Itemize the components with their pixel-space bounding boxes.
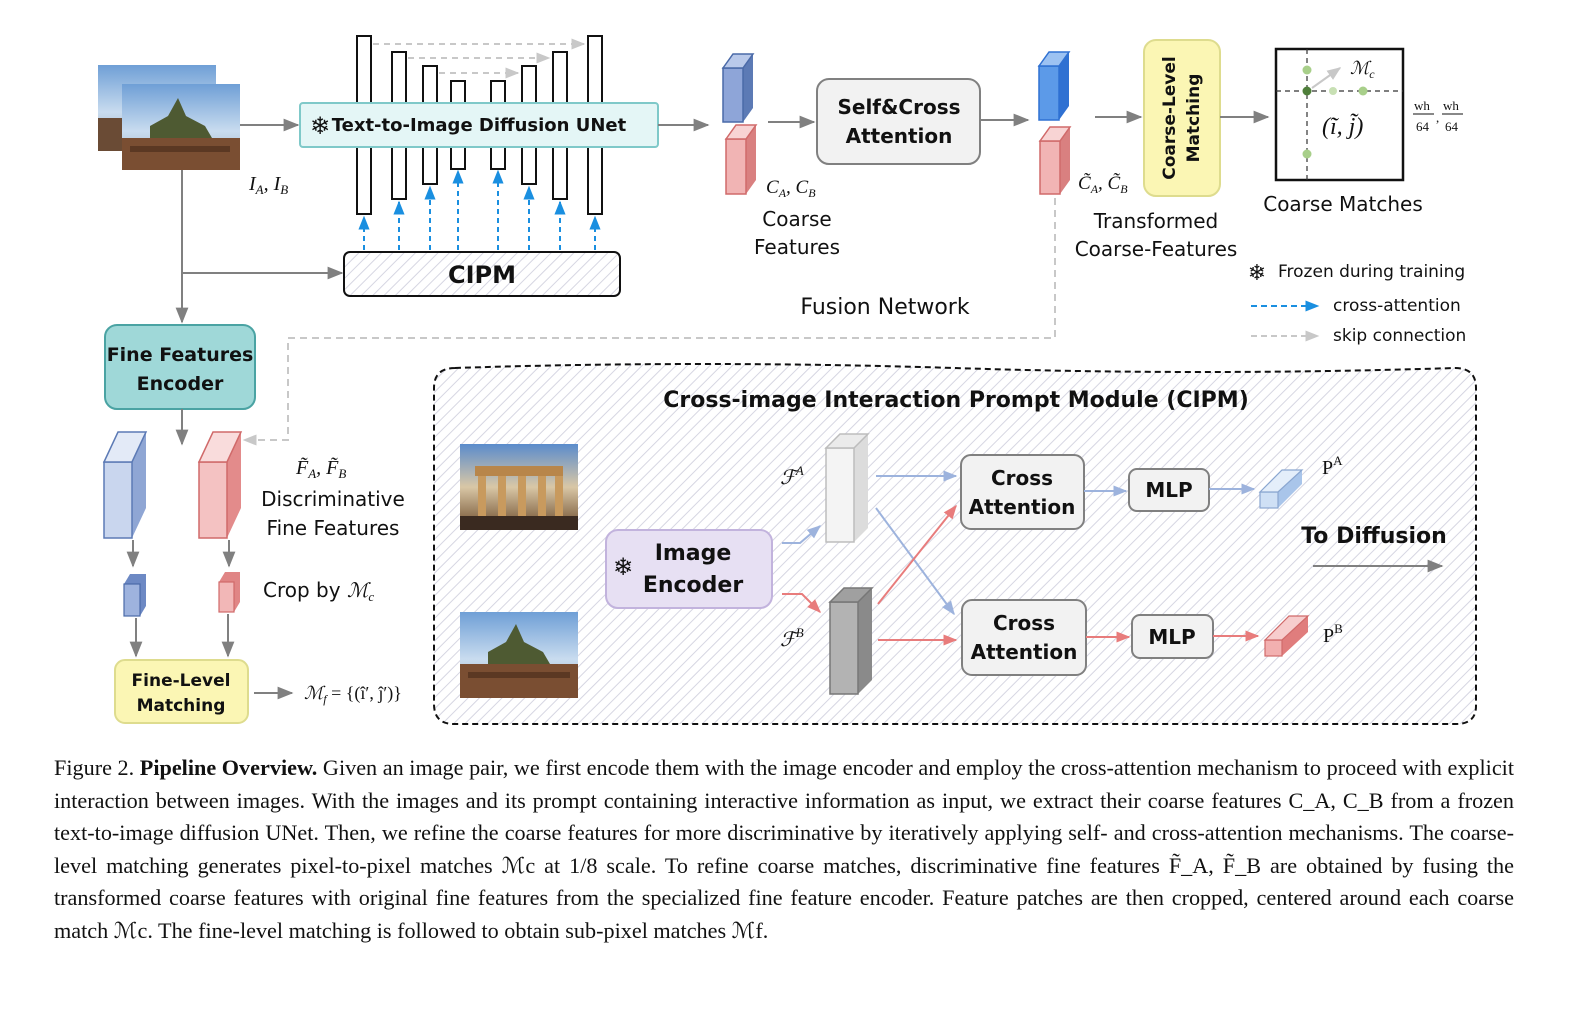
skip-to-fine: [242, 198, 1056, 446]
input-image-b: [122, 84, 240, 170]
image-encoder-line1: Image: [655, 541, 732, 566]
fine-matching-line2: Matching: [137, 696, 226, 716]
cross-attention-b-line2: Attention: [971, 640, 1078, 664]
legend-skip-connection: skip connection: [1333, 326, 1466, 346]
ij-symbol: (ĩ, j̃): [1322, 113, 1363, 140]
coarse-matching-line2: Matching: [1184, 74, 1204, 163]
image-encoder-line2: Encoder: [643, 573, 744, 598]
feature-fa-prism: [824, 433, 870, 543]
mf-formula: ℳf = {(î′, ĵ′)}: [304, 683, 402, 706]
image-encoder-snowflake-icon: ❄: [613, 554, 633, 581]
coarse-feature-b: [724, 124, 758, 195]
coarse-feature-a: [721, 53, 755, 123]
fine-feature-b: [197, 431, 243, 539]
crop-feature-a: [123, 574, 146, 617]
discriminative-line2: Fine Features: [267, 516, 400, 540]
self-cross-line1: Self&Cross: [837, 95, 960, 119]
figure-caption: Figure 2. Pipeline Overview. Given an im…: [54, 752, 1514, 948]
scale-fraction: wh 64 , wh 64: [1413, 98, 1463, 134]
crop-feature-b: [218, 572, 240, 613]
fusion-network-label: Fusion Network: [800, 295, 969, 320]
coarse-matching-line1: Coarse-Level: [1160, 56, 1180, 180]
coarse-label: CA, CB: [766, 177, 816, 200]
caption-title: Pipeline Overview.: [139, 755, 318, 780]
mc-symbol: ℳc: [1350, 58, 1375, 81]
feature-fb-prism: [828, 587, 874, 695]
unet-skip-connections: [373, 38, 586, 79]
unet-snowflake-icon: ❄: [310, 113, 330, 140]
svg-text:wh: wh: [1414, 98, 1430, 113]
svg-text:64: 64: [1416, 119, 1430, 134]
transformed-label: C̃A, C̃B: [1078, 173, 1128, 196]
image-encoder-box: [605, 529, 773, 609]
fine-level-matching-box: [114, 659, 249, 724]
cross-attention-a-line2: Attention: [969, 495, 1076, 519]
cross-attention-b-line1: Cross: [993, 611, 1055, 635]
fine-feature-a: [102, 431, 148, 539]
cipm-image-a: [460, 444, 578, 530]
mlp-a-label: MLP: [1145, 478, 1192, 502]
legend-snowflake-icon: ❄: [1248, 260, 1266, 285]
fine-encoder-line2: Encoder: [137, 373, 224, 395]
caption-figure-num: Figure 2.: [54, 755, 135, 780]
transformed-line2: Coarse-Features: [1075, 237, 1238, 261]
svg-text:64: 64: [1445, 119, 1459, 134]
pipeline-diagram: IA, IB ❄ Text-to-Image Diffusion UNet CI: [98, 35, 1477, 725]
coarse-matches-grid: [1274, 47, 1405, 182]
cipm-module-box: [433, 363, 1477, 725]
fine-matching-line1: Fine-Level: [132, 671, 231, 691]
crop-by-label: Crop by ℳc: [263, 578, 374, 604]
cipm-box: [343, 251, 621, 297]
coarse-features-line2: Features: [754, 235, 840, 259]
cipm-image-b: [460, 612, 578, 698]
unet-label: Text-to-Image Diffusion UNet: [332, 115, 627, 136]
coarse-features-line1: Coarse: [762, 207, 831, 231]
caption-text: Given an image pair, we first encode the…: [54, 755, 1515, 943]
mlp-b-label: MLP: [1148, 625, 1195, 649]
transformed-feature-a: [1037, 51, 1071, 121]
self-cross-line2: Attention: [846, 124, 953, 148]
cipm-label: CIPM: [448, 261, 516, 289]
prompt-pb-prism: [1263, 615, 1310, 657]
coarse-matches-label: Coarse Matches: [1263, 192, 1423, 216]
svg-text:wh: wh: [1443, 98, 1459, 113]
fine-encoder-line1: Fine Features: [107, 344, 254, 366]
inputs-label: IA, IB: [248, 173, 288, 197]
discriminative-line1: Discriminative: [261, 487, 405, 511]
legend-cross-attention: cross-attention: [1333, 296, 1461, 316]
coarse-level-matching-box: [1143, 39, 1221, 197]
transformed-feature-b: [1038, 126, 1072, 195]
cross-attention-a-line1: Cross: [991, 466, 1053, 490]
self-cross-attention-box: [816, 78, 981, 165]
fine-features-symbol: F̃A, F̃B: [295, 456, 346, 481]
cross-attention-arrows: [358, 169, 601, 250]
to-diffusion-label: To Diffusion: [1301, 524, 1447, 549]
prompt-pa-prism: [1258, 469, 1304, 509]
fine-features-encoder-box: [104, 324, 256, 410]
cipm-module-title: Cross-image Interaction Prompt Module (C…: [663, 388, 1249, 413]
transformed-line1: Transformed: [1093, 209, 1218, 233]
legend-frozen: Frozen during training: [1278, 262, 1465, 282]
svg-text:,: ,: [1436, 110, 1439, 125]
